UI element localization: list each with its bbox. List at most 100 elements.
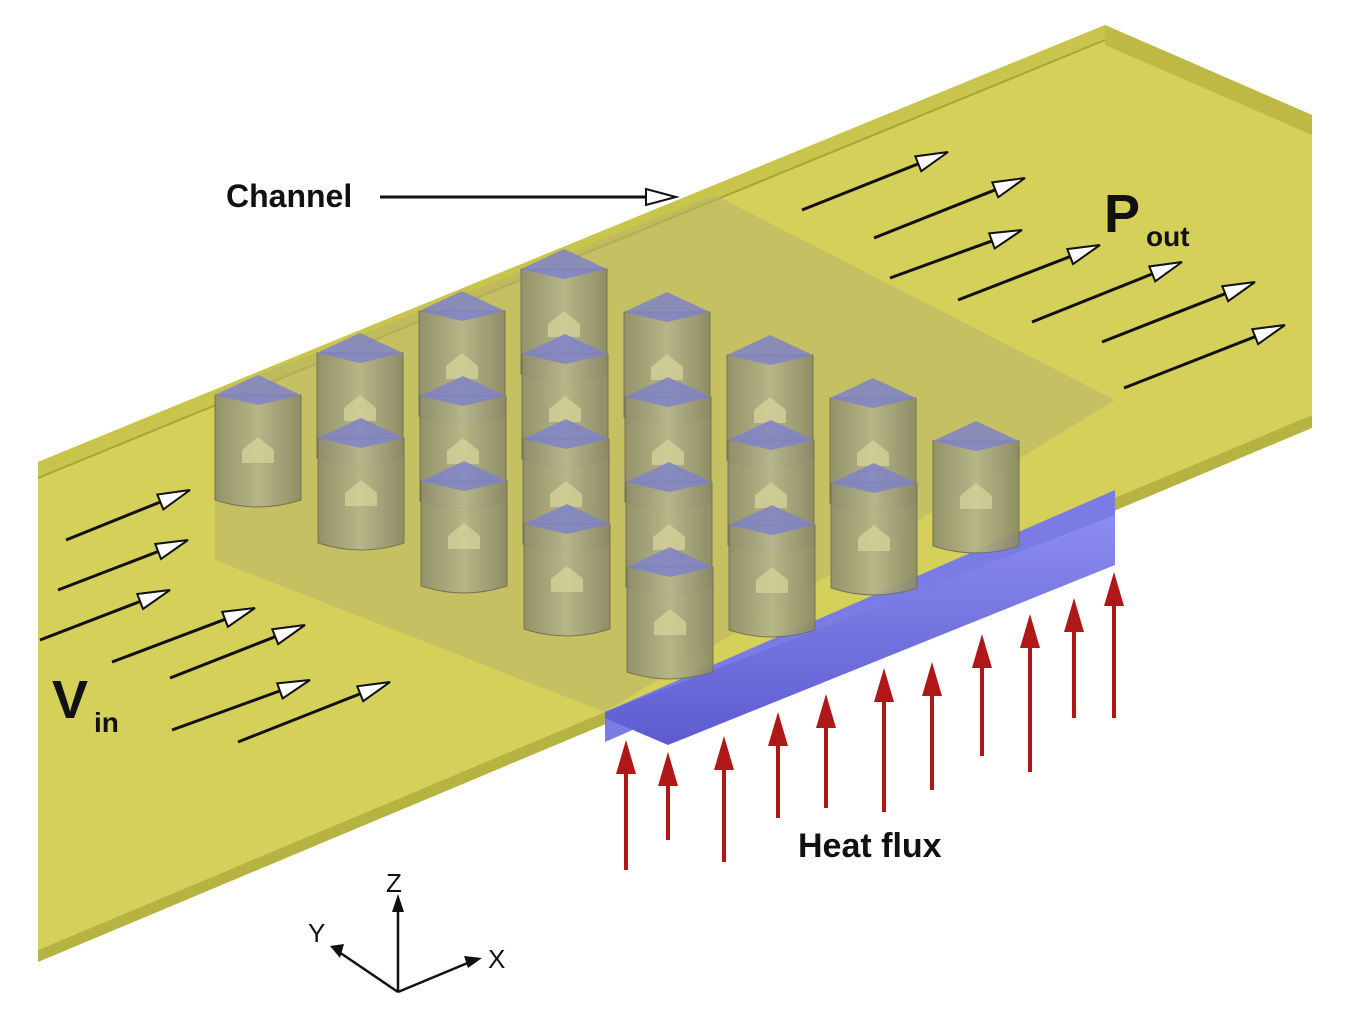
pin-fin bbox=[932, 421, 1020, 554]
x-axis-line bbox=[397, 960, 471, 994]
pin-fin-cap bbox=[521, 249, 607, 279]
pin-fin-notch bbox=[652, 439, 684, 465]
pin-fin bbox=[420, 461, 508, 594]
velocity-inlet-label: V in bbox=[52, 670, 119, 738]
flow-arrow bbox=[1123, 324, 1286, 390]
flow-arrow-shaft bbox=[169, 635, 276, 680]
pin-fin bbox=[214, 375, 302, 508]
flow-arrow-shaft bbox=[111, 617, 226, 664]
heat-flux-arrow bbox=[616, 740, 636, 870]
pin-fin-notch bbox=[551, 566, 583, 592]
pin-fin bbox=[626, 547, 714, 680]
pin-fin-cap bbox=[523, 419, 609, 449]
heat-flux-arrow bbox=[1020, 614, 1040, 772]
flow-arrow bbox=[111, 607, 256, 664]
flow-arrow-shaft bbox=[957, 255, 1071, 302]
pin-fin-notch bbox=[857, 440, 889, 466]
flow-arrow-shaft bbox=[1031, 272, 1153, 324]
flow-arrow bbox=[237, 681, 391, 744]
flow-arrow-head bbox=[155, 489, 191, 511]
pin-fin bbox=[317, 418, 405, 551]
pin-fin bbox=[523, 504, 611, 637]
flow-arrow bbox=[65, 489, 191, 542]
flow-arrow bbox=[957, 244, 1101, 302]
pin-fin-cap bbox=[933, 421, 1019, 451]
pin-fin-cap bbox=[318, 418, 404, 448]
flow-arrow bbox=[1101, 281, 1256, 344]
pin-fin-notch bbox=[654, 609, 686, 635]
pin-fin-cap bbox=[625, 377, 711, 407]
heat-flux-arrow bbox=[658, 752, 678, 840]
pin-fin-notch bbox=[858, 525, 890, 551]
y-axis-head bbox=[330, 944, 344, 958]
flow-arrow-shaft bbox=[1101, 292, 1226, 344]
heat-flux-arrow-head bbox=[922, 662, 942, 696]
heat-flux-arrow-head bbox=[816, 694, 836, 728]
pin-fin-cap bbox=[626, 462, 712, 492]
pin-fin-cap bbox=[522, 334, 608, 364]
flow-arrow-head bbox=[153, 539, 189, 561]
heat-flux-arrow-head bbox=[1104, 572, 1124, 606]
flow-arrow-shaft bbox=[873, 188, 996, 240]
heat-flux-arrow bbox=[1064, 598, 1084, 718]
heat-flux-arrow bbox=[972, 634, 992, 756]
heat-flux-arrow bbox=[1104, 572, 1124, 718]
heat-flux-arrow-head bbox=[972, 634, 992, 668]
flow-arrow-shaft bbox=[57, 550, 159, 592]
heat-flux-arrow bbox=[768, 712, 788, 818]
pin-fin-cap bbox=[729, 505, 815, 535]
flow-arrow bbox=[801, 151, 949, 212]
heat-flux-arrows bbox=[616, 572, 1124, 870]
pin-fin-cap bbox=[627, 547, 713, 577]
flow-arrow-head bbox=[987, 229, 1023, 250]
pin-fin-cap bbox=[215, 375, 301, 405]
pin-fin-notch bbox=[548, 311, 580, 337]
heat-flux-arrow-head bbox=[1064, 598, 1084, 632]
flow-arrow bbox=[889, 229, 1023, 280]
pin-fin-notch bbox=[756, 567, 788, 593]
pin-fin-cap bbox=[419, 291, 505, 321]
pin-fin-cap bbox=[624, 292, 710, 322]
flow-arrow bbox=[39, 589, 171, 642]
flow-arrow-shaft bbox=[39, 600, 141, 642]
flow-arrow-head bbox=[275, 679, 311, 700]
flow-arrow bbox=[1031, 261, 1183, 324]
p-out-main: P bbox=[1104, 184, 1140, 244]
heat-flux-arrow-head bbox=[714, 736, 734, 770]
pin-fin bbox=[728, 505, 816, 638]
flow-arrow-head bbox=[355, 681, 391, 703]
pin-fin-array bbox=[214, 249, 1020, 680]
pin-fin-notch bbox=[448, 523, 480, 549]
pin-fin-notch bbox=[754, 397, 786, 423]
pin-fin-cap bbox=[524, 504, 610, 534]
pin-fin-cap bbox=[420, 376, 506, 406]
x-axis-head bbox=[464, 956, 482, 968]
heat-flux-arrow-head bbox=[658, 752, 678, 786]
flow-arrow-head bbox=[913, 151, 949, 173]
flow-arrows bbox=[39, 151, 1286, 744]
channel-label-group: Channel bbox=[226, 178, 680, 214]
pin-fin-cap bbox=[728, 420, 814, 450]
flow-arrow-head bbox=[1250, 324, 1286, 346]
flow-arrow-head bbox=[220, 607, 256, 629]
channel-end-wall bbox=[1105, 25, 1312, 135]
flow-arrow-shaft bbox=[801, 162, 919, 212]
heat-flux-arrow-head bbox=[616, 740, 636, 774]
pin-fin bbox=[830, 463, 918, 596]
flow-arrow-head bbox=[1147, 261, 1183, 283]
flow-arrow-head bbox=[1065, 244, 1101, 266]
pin-fin-notch bbox=[550, 481, 582, 507]
v-in-sub: in bbox=[94, 707, 119, 738]
y-axis-label: Y bbox=[308, 918, 325, 948]
flow-arrow bbox=[873, 177, 1026, 240]
flow-arrow-shaft bbox=[171, 689, 281, 732]
heat-flux-arrow bbox=[816, 694, 836, 808]
pin-fin-notch bbox=[755, 482, 787, 508]
coordinate-axes: Z Y X bbox=[308, 868, 505, 994]
heat-flux-arrow bbox=[714, 736, 734, 862]
base-plate-front bbox=[605, 515, 1115, 745]
pin-fin-notch bbox=[446, 353, 478, 379]
flow-arrow-head bbox=[1220, 281, 1256, 303]
heat-flux-arrow-head bbox=[874, 668, 894, 702]
